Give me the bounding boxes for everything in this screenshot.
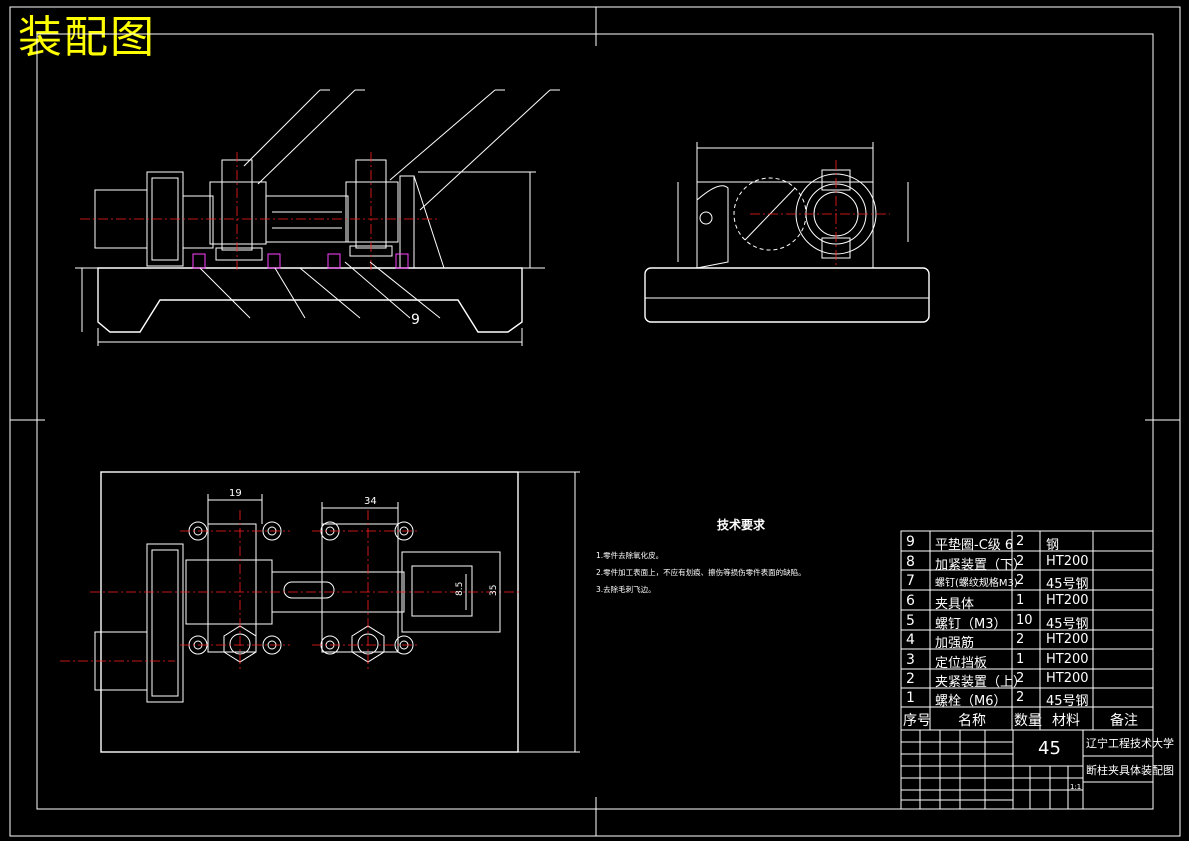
bom-name: 夹具体 [935, 597, 975, 612]
bom-qty: 2 [1016, 690, 1025, 705]
drawing-title: 装配图 [18, 12, 156, 63]
bom-no: 2 [906, 671, 915, 687]
bom-mat: 45号钢 [1046, 617, 1089, 632]
bom-name: 平垫圈-C级 6 [935, 538, 1014, 553]
technical-requirements: 技术要求 1.零件去除氧化皮。 2.零件加工表面上，不应有划痕、擦伤等损伤零件表… [596, 516, 886, 598]
top-view [60, 471, 580, 753]
bom-qty: 10 [1016, 613, 1033, 628]
bom-name: 定位挡板 [935, 656, 988, 671]
bom-qty: 2 [1016, 573, 1025, 588]
bom-no: 6 [906, 593, 915, 609]
bom-name: 螺钉(螺纹规格M3) [935, 578, 1018, 589]
bom-name: 螺栓（M6） [935, 694, 1007, 709]
bom-name: 夹紧装置（上） [935, 675, 1027, 690]
part-label-9: 9 [411, 312, 420, 328]
tb-scale: 1:1 [1070, 783, 1082, 791]
bom-header-note: 备注 [1110, 713, 1138, 729]
bom-no: 1 [906, 690, 915, 706]
bom-header-no: 序号 [903, 713, 931, 729]
tech-line-3: 3.去除毛刺飞边。 [596, 585, 656, 594]
tb-school: 辽宁工程技术大学 [1086, 737, 1174, 750]
bom-name: 加强筋 [935, 636, 975, 651]
dim-34: 34 [364, 496, 377, 507]
bom-no: 4 [906, 632, 915, 648]
bom-qty: 2 [1016, 534, 1025, 549]
side-view [644, 142, 930, 323]
bom-qty: 1 [1016, 652, 1025, 667]
bom-mat: HT200 [1046, 652, 1089, 667]
bom-header-qty: 数量 [1014, 713, 1042, 729]
bom-mat: HT200 [1046, 632, 1089, 647]
bom-no: 8 [906, 554, 915, 570]
bom-mat: 45号钢 [1046, 577, 1089, 592]
bom-mat: 45号钢 [1046, 694, 1089, 709]
inner-frame [36, 33, 1154, 810]
tb-drawing-name: 断柱夹具体装配图 [1086, 764, 1174, 777]
bom-no: 5 [906, 613, 915, 629]
bom-no: 7 [906, 573, 915, 589]
bom-no: 3 [906, 652, 915, 668]
bom-qty: 2 [1016, 554, 1025, 569]
tb-material: 45 [1038, 738, 1061, 759]
dim-35: 35 [489, 585, 499, 596]
dim-8-5: 8.5 [455, 582, 465, 596]
outer-frame [9, 6, 1181, 837]
bom-name: 加紧装置（下） [935, 558, 1027, 573]
bom-qty: 2 [1016, 632, 1025, 647]
bom-no: 9 [906, 534, 915, 550]
bom-qty: 1 [1016, 593, 1025, 608]
tech-heading: 技术要求 [716, 518, 765, 532]
bom-mat: 钢 [1046, 538, 1060, 553]
bom-mat: HT200 [1046, 593, 1089, 608]
bom-header-mat: 材料 [1052, 713, 1080, 729]
bom-mat: HT200 [1046, 671, 1089, 686]
bom-mat: HT200 [1046, 554, 1089, 569]
tech-line-2: 2.零件加工表面上，不应有划痕、擦伤等损伤零件表面的缺陷。 [596, 568, 806, 577]
front-view [75, 89, 560, 346]
bom-qty: 2 [1016, 671, 1025, 686]
bom-header-name: 名称 [958, 713, 986, 729]
tech-line-1: 1.零件去除氧化皮。 [596, 551, 664, 560]
bom-grid [900, 530, 1154, 810]
bom-name: 螺钉（M3） [935, 617, 1007, 632]
dim-19: 19 [229, 488, 242, 499]
